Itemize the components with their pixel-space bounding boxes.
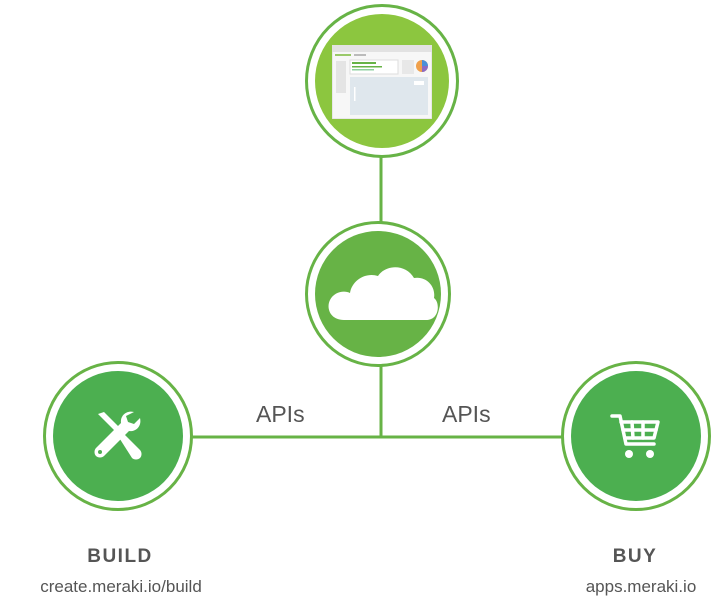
build-node	[43, 361, 193, 511]
dashboard-screenshot-icon	[332, 45, 432, 119]
buy-node	[561, 361, 711, 511]
right-apis-label: APIs	[442, 401, 491, 427]
build-url[interactable]: create.meraki.io/build	[40, 577, 202, 596]
shopping-cart-icon	[610, 414, 660, 458]
tools-icon	[94, 411, 142, 460]
buy-url[interactable]: apps.meraki.io	[585, 577, 697, 596]
cloud-icon	[328, 267, 438, 320]
buy-node-fill	[571, 371, 701, 501]
build-title: BUILD	[87, 546, 153, 567]
dashboard-node	[305, 4, 459, 158]
cloud-node	[305, 221, 451, 367]
left-apis-label: APIs	[256, 401, 305, 427]
buy-title: BUY	[612, 546, 658, 567]
